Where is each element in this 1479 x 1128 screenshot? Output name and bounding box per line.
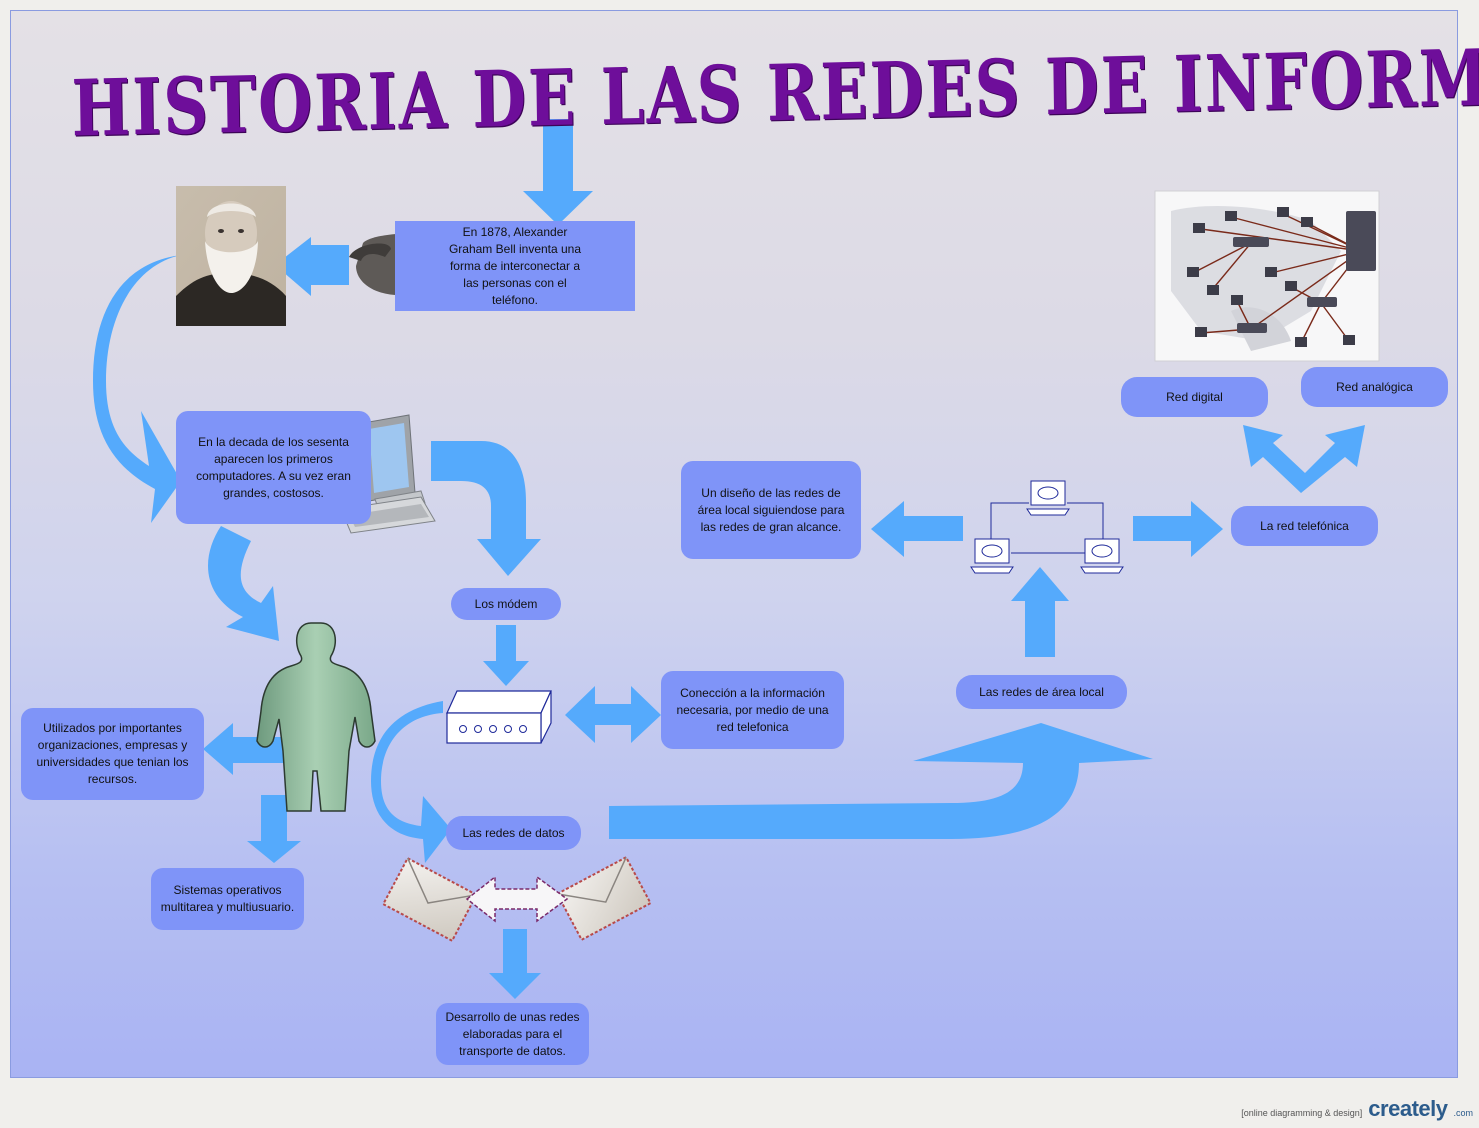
network-map-image <box>1154 190 1380 362</box>
arrow-envelopes-down <box>489 929 541 999</box>
arrow-to-bell <box>275 237 349 296</box>
arrow-data-to-lan <box>609 723 1153 839</box>
box-data-networks[interactable]: Las redes de datos <box>446 816 581 850</box>
box-analog-network[interactable]: Red analógica <box>1301 367 1448 407</box>
modem-image <box>446 690 552 744</box>
box-lan[interactable]: Las redes de área local <box>956 675 1127 709</box>
arrow-sixties-to-person <box>208 526 279 641</box>
arrow-to-phone-network <box>1133 501 1223 557</box>
box-development[interactable]: Desarrollo de unas redes elaboradas para… <box>436 1003 589 1065</box>
person-silhouette <box>256 622 376 812</box>
arrow-bell-to-sixties <box>93 255 181 523</box>
arrow-title-down <box>523 119 593 225</box>
creately-logo[interactable]: creately <box>1368 1096 1448 1121</box>
arrow-modem-connection <box>565 686 661 743</box>
lan-network-image <box>970 480 1124 574</box>
box-lan-design[interactable]: Un diseño de las redes de área local sig… <box>681 461 861 559</box>
box-used-by[interactable]: Utilizados por importantes organizacione… <box>21 708 204 800</box>
box-phone-network[interactable]: La red telefónica <box>1231 506 1378 546</box>
bell-portrait <box>176 186 286 326</box>
creately-footer: [online diagramming & design] creately .… <box>1241 1096 1473 1122</box>
footer-tagline: [online diagramming & design] <box>1241 1108 1363 1118</box>
box-operating-systems[interactable]: Sistemas operativos multitarea y multius… <box>151 868 304 930</box>
arrow-split-digital-analog <box>1243 425 1365 493</box>
arrow-person-to-os <box>247 795 301 863</box>
box-connection[interactable]: Conección a la información necesaria, po… <box>661 671 844 749</box>
arrow-to-lan-design <box>871 501 963 557</box>
arrow-modem-to-data <box>371 701 451 863</box>
envelopes-image <box>381 855 652 943</box>
box-digital-network[interactable]: Red digital <box>1121 377 1268 417</box>
box-modem[interactable]: Los módem <box>451 588 561 620</box>
footer-domain: .com <box>1453 1108 1473 1118</box>
diagram-title: HISTORIA DE LAS REDES DE INFORMACIÓN <box>71 26 1479 155</box>
diagram-canvas: HISTORIA DE LAS REDES DE INFORMACIÓN En … <box>10 10 1479 1078</box>
box-bell-telephone[interactable]: En 1878, Alexander Graham Bell inventa u… <box>395 221 635 311</box>
box-sixties-computers[interactable]: En la decada de los sesenta aparecen los… <box>176 411 371 524</box>
arrow-modem-down <box>483 625 529 686</box>
arrow-person-to-used <box>203 723 283 775</box>
arrow-computer-to-modem <box>431 441 541 576</box>
arrow-lan-up <box>1011 567 1069 657</box>
